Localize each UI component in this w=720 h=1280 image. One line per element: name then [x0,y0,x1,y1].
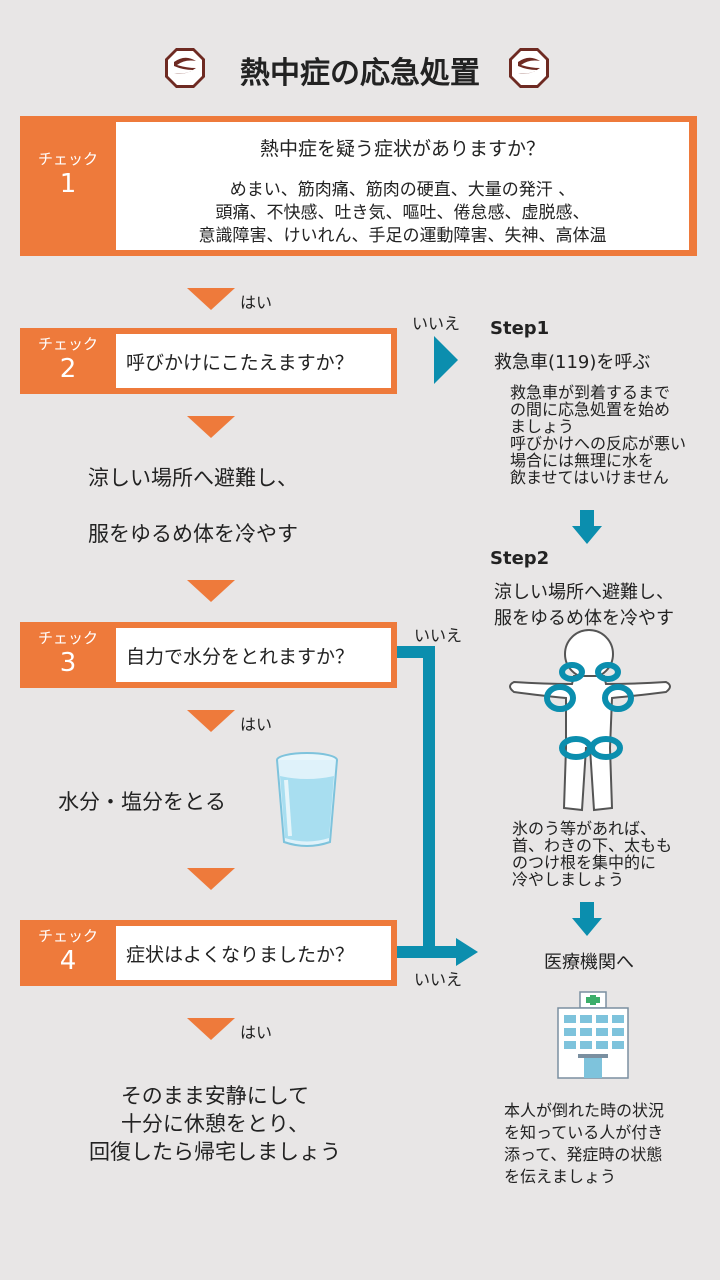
check-number: 3 [59,648,77,678]
connector-line [423,646,435,958]
right-arrow-icon [456,938,478,966]
yes-label: はい [240,1023,273,1042]
check-number: 1 [59,169,77,199]
down-arrow-icon [187,1018,235,1040]
check-question: 自力で水分をとれますか？ [126,646,355,668]
down-arrow-icon [187,288,235,310]
check-question: 呼びかけにこたえますか？ [126,352,354,374]
hospital-title: 医療機関へ [544,952,634,973]
connector-line [397,946,459,958]
no-label: いいえ [412,314,461,333]
logo-icon [163,46,207,90]
no-label: いいえ [414,626,463,645]
check-3-box: チェック 3 自力で水分をとれますか？ [20,622,397,688]
rest-line: そのまま安静にして [120,1084,310,1108]
down-arrow-icon [187,580,235,602]
hospital-notes: 本人が倒れた時の状況 を知っている人が付き 添って、発症時の状態 を伝えましょう [504,1101,665,1186]
check-tag: チェック [37,150,98,168]
water-glass-icon [272,750,342,854]
check-4-box: チェック 4 症状はよくなりましたか？ [20,920,397,986]
down-arrow-icon [580,510,594,528]
symptom-line: めまい、筋肉痛、筋肉の硬直、大量の発汗 、 [229,180,576,200]
check-question: 症状はよくなりましたか？ [126,944,355,966]
logo-icon [507,46,551,90]
symptom-line: 意識障害、けいれん、手足の運動障害、失神、高体温 [198,226,607,246]
symptom-list: めまい、筋肉痛、筋肉の硬直、大量の発汗 、 頭痛、不快感、吐き気、嘔吐、倦怠感、… [116,179,689,248]
down-arrow-icon [580,902,594,920]
rest-line: 回復したら帰宅しましょう [89,1140,341,1164]
down-arrow-icon [187,710,235,732]
right-arrow-icon [434,336,458,384]
step-1-label: Step1 [490,318,550,339]
check-number: 4 [59,946,77,976]
down-arrow-icon [187,416,235,438]
step-2-label: Step2 [490,548,550,569]
symptom-line: 頭痛、不快感、吐き気、嘔吐、倦怠感、虚脱感、 [215,203,590,223]
down-arrow-icon [187,868,235,890]
no-label: いいえ [414,970,463,989]
yes-label: はい [240,715,273,734]
check-number: 2 [59,354,77,384]
check-question: 熱中症を疑う症状がありますか？ [259,138,545,160]
step-2-notes: 氷のう等があれば、 首、わきの下、太もも のつけ根を集中的に 冷やしましょう [512,819,673,889]
hospital-icon [556,990,632,1084]
body-figure-icon [506,628,676,818]
page-title: 熱中症の応急処置 [240,56,480,91]
water-instruction: 水分・塩分をとる [58,790,226,814]
step-2-title: 涼しい場所へ避難し、 服をゆるめ体を冷やす [494,582,674,629]
step-1-title: 救急車(119)を呼ぶ [494,352,651,373]
cool-instruction-line1: 涼しい場所へ避難し、 [88,466,298,490]
check-tag: チェック [37,629,98,647]
check-tag: チェック [37,335,98,353]
step-1-notes: 救急車が到着するまで の間に応急処置を始め ましょう 呼びかけへの反応が悪い 場… [510,383,687,487]
check-1-box: チェック 1 熱中症を疑う症状がありますか？ めまい、筋肉痛、筋肉の硬直、大量の… [20,116,697,256]
check-tag: チェック [37,927,98,945]
cool-instruction-line2: 服をゆるめ体を冷やす [88,522,298,546]
rest-instruction: そのまま安静にして 十分に休憩をとり、 回復したら帰宅しましょう [40,1082,390,1166]
yes-label: はい [240,293,273,312]
rest-line: 十分に休憩をとり、 [120,1112,310,1136]
check-2-box: チェック 2 呼びかけにこたえますか？ [20,328,397,394]
